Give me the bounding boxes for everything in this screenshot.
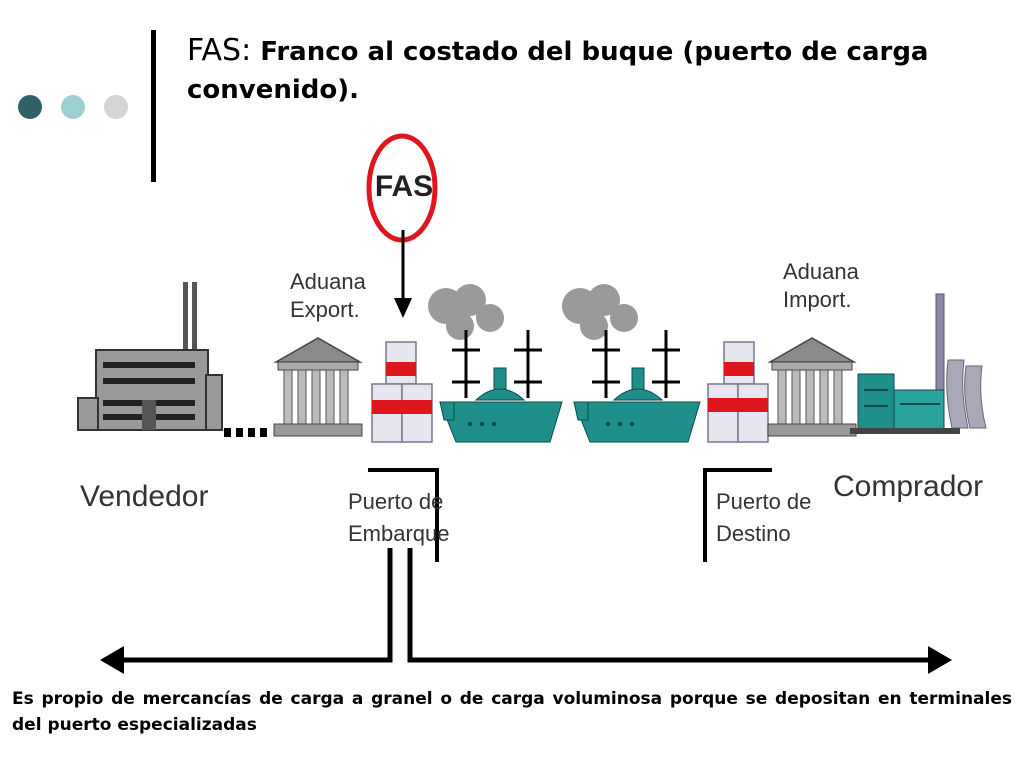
- ship-icon-2: [562, 284, 701, 443]
- seller-responsibility-arrow: [122, 548, 393, 663]
- import-customs-label: Aduana Import.: [783, 258, 859, 313]
- destination-containers-icon: [707, 341, 769, 443]
- plant-icon: [850, 293, 987, 434]
- origin-port-bracket: [368, 468, 439, 562]
- destination-port-line1: Puerto de: [716, 489, 812, 514]
- origin-port-line1: Puerto de: [348, 489, 444, 514]
- decor-dot-3: [104, 95, 128, 119]
- fas-marker-label: FAS: [374, 170, 434, 203]
- origin-containers-icon: [371, 341, 433, 443]
- export-customs-label: Aduana Export.: [290, 268, 366, 323]
- buyer-label: Comprador: [833, 470, 984, 503]
- origin-port-line2: Embarque: [348, 520, 450, 546]
- buyer-responsibility-arrow: [407, 548, 930, 663]
- seller-dots: [224, 428, 267, 437]
- export-customs-line1: Aduana: [290, 269, 366, 294]
- title-lead: FAS:: [187, 33, 252, 68]
- decor-dot-2: [61, 95, 85, 119]
- factory-icon: [77, 282, 223, 431]
- destination-port-bracket: [703, 468, 772, 562]
- decor-dot-1: [18, 95, 42, 119]
- import-customs-building-icon: [767, 337, 857, 437]
- title-rest: Franco al costado del buque (puerto de c…: [187, 37, 929, 105]
- export-customs-building-icon: [273, 337, 363, 437]
- page-title: FAS: Franco al costado del buque (puerto…: [187, 32, 987, 109]
- origin-port-label: Puerto de Embarque: [348, 486, 450, 550]
- destination-port-label: Puerto de Destino: [716, 486, 811, 550]
- title-separator: [151, 30, 156, 182]
- destination-port-line2: Destino: [716, 520, 791, 546]
- import-customs-line2: Import.: [783, 286, 852, 312]
- footer-note: Es propio de mercancías de carga a grane…: [12, 689, 1012, 735]
- fas-arrow-head: [394, 298, 412, 318]
- seller-label: Vendedor: [80, 480, 209, 513]
- seller-arrow-head: [100, 646, 124, 674]
- ship-icon-1: [428, 284, 563, 443]
- import-customs-line1: Aduana: [783, 259, 859, 284]
- buyer-arrow-head: [928, 646, 952, 674]
- export-customs-line2: Export.: [290, 296, 360, 322]
